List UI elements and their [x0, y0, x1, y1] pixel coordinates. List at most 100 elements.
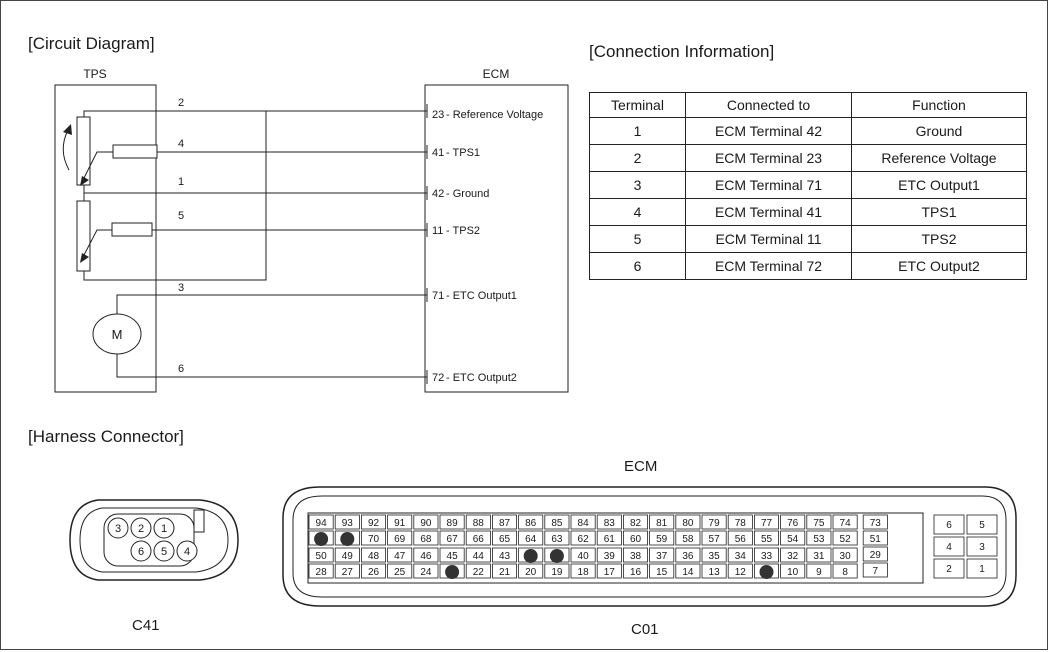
- c01-pin-cell: [308, 547, 334, 563]
- c01-pin-cell: [806, 514, 832, 530]
- c01-pin-cell: [727, 563, 753, 579]
- connection-info-title: [Connection Information]: [589, 42, 775, 61]
- c01-aux-pin-cell: [933, 514, 965, 535]
- c01-pin-cell: [649, 514, 675, 530]
- c01-pin-number: 68: [420, 534, 432, 545]
- c01-pin-cell: [754, 514, 780, 530]
- c01-inner-shell: [292, 495, 1007, 598]
- ecm-box: [424, 84, 569, 393]
- c01-pin-cell: [544, 530, 570, 546]
- c01-aux-pin-number: 1: [979, 564, 985, 575]
- c01-pin-cell: [596, 563, 622, 579]
- harness-connector-title: [Harness Connector]: [28, 427, 184, 446]
- c01-pin-cell: [623, 563, 649, 579]
- c01-pin-cell: [465, 547, 491, 563]
- c01-main-block: [307, 512, 924, 584]
- wiper-arrowhead-1: [80, 176, 89, 186]
- c01-pin-number: 88: [473, 518, 485, 529]
- c01-pin-number: 50: [316, 551, 328, 562]
- c01-outer-shell: [282, 486, 1017, 607]
- c01-pin-number: 76: [787, 518, 799, 529]
- c01-used-pin-dot: [759, 565, 774, 579]
- c01-pin-cell: [544, 563, 570, 579]
- c01-pin-number: 34: [735, 551, 747, 562]
- c01-pin-cell: [570, 563, 596, 579]
- cell-terminal: 6: [589, 252, 686, 280]
- c01-pin-cell: [465, 514, 491, 530]
- c01-pin-cell: [360, 563, 386, 579]
- c01-pin-cell: [491, 514, 517, 530]
- svg-text:- Ground: - Ground: [446, 188, 489, 200]
- cell-terminal: 3: [589, 171, 686, 199]
- c01-pin-cell: [862, 546, 888, 562]
- cell-function: ETC Output2: [851, 252, 1027, 280]
- wire-number: 1: [178, 176, 184, 188]
- c01-pin-cell: [754, 547, 780, 563]
- c01-pin-cell: [832, 514, 858, 530]
- c01-pin-cell: [806, 563, 832, 579]
- c01-pin-number: 52: [840, 534, 852, 545]
- wire-number: 5: [178, 210, 184, 222]
- c01-pin-number: 8: [842, 567, 848, 578]
- c01-pin-number: 20: [525, 567, 537, 578]
- c01-pin-cell: [675, 563, 701, 579]
- c01-aux-pin-cell: [966, 536, 998, 557]
- c01-pin-cell: [518, 563, 544, 579]
- c01-pin-cell: [439, 547, 465, 563]
- c01-pin-number: 21: [499, 567, 511, 578]
- c01-pin-number: 74: [840, 518, 852, 529]
- svg-text:41: 41: [432, 147, 444, 159]
- c01-pin-number: 47: [394, 551, 406, 562]
- c01-aux-pin-number: 2: [946, 564, 952, 575]
- c01-pin-number: 77: [761, 518, 773, 529]
- wire-number: 6: [178, 363, 184, 375]
- c01-aux-pin-number: 3: [979, 542, 985, 553]
- c01-pin-cell: [308, 514, 334, 530]
- ecm-connector-title: ECM: [624, 458, 658, 475]
- c01-pin-number: 64: [525, 534, 537, 545]
- c01-pin-number: 79: [709, 518, 721, 529]
- wire-6: [116, 354, 427, 378]
- c01-aux-pin-cell: [933, 558, 965, 579]
- c01-pin-number: 56: [735, 534, 747, 545]
- c01-pin-number: 43: [499, 551, 511, 562]
- c01-pin-cell: [387, 530, 413, 546]
- svg-text:23: 23: [432, 109, 444, 121]
- c41-pin: 4: [184, 546, 190, 558]
- c01-pin-number: 81: [656, 518, 668, 529]
- c01-pin-number: 67: [447, 534, 459, 545]
- ecm-pin-42: 42 - Ground: [426, 186, 489, 200]
- c01-pin-cell: [862, 530, 888, 546]
- c01-pin-number: 90: [420, 518, 432, 529]
- c01-pin-cell: [701, 530, 727, 546]
- ecm-pin-71: 71 - ETC Output1: [426, 288, 517, 302]
- c01-pin-number: 60: [630, 534, 642, 545]
- c01-pin-number: 29: [870, 550, 882, 561]
- header-terminal: Terminal: [589, 92, 686, 118]
- wire-1: [83, 185, 427, 201]
- c01-pin-cell: [465, 530, 491, 546]
- c01-pin-cell: [570, 530, 596, 546]
- c01-aux-pin-number: 6: [946, 520, 952, 531]
- c01-pin-number: 84: [578, 518, 590, 529]
- c01-pin-number: 26: [368, 567, 380, 578]
- c01-pin-cell: [623, 530, 649, 546]
- wire-3: [116, 294, 427, 314]
- rotation-arrowhead: [63, 124, 72, 135]
- c01-pin-cell: [862, 514, 888, 530]
- c01-pin-cell: [832, 563, 858, 579]
- c01-aux-pin-number: 4: [946, 542, 952, 553]
- c01-pin-cell: [465, 563, 491, 579]
- cell-connected-to: ECM Terminal 11: [685, 225, 852, 253]
- c01-pin-cell: [727, 514, 753, 530]
- c01-pin-cell: [518, 530, 544, 546]
- c01-pin-number: 28: [316, 567, 328, 578]
- c01-pin-number: 92: [368, 518, 380, 529]
- c01-pin-number: 22: [473, 567, 485, 578]
- c01-pin-number: 44: [473, 551, 485, 562]
- c01-pin-number: 16: [630, 567, 642, 578]
- c01-pin-number: 54: [787, 534, 799, 545]
